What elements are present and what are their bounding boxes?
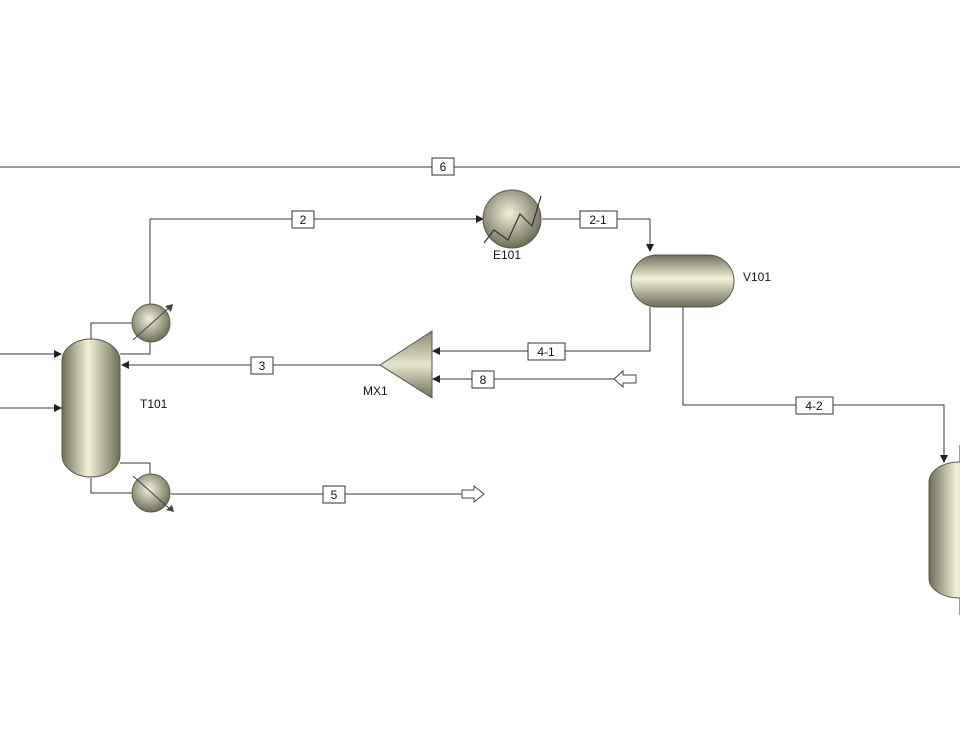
stream-4-2-arrow <box>940 455 948 463</box>
stream-2-tag[interactable]: 2 <box>291 210 315 229</box>
stream-2-1-line[interactable] <box>542 218 651 250</box>
t101-column[interactable] <box>61 338 121 478</box>
feed-arrow-top <box>54 350 62 358</box>
stream-4-1-tag[interactable]: 4-1 <box>527 342 566 361</box>
stream-5-label: 5 <box>331 488 338 502</box>
e101-label: E101 <box>493 248 521 262</box>
stream-4-1-label: 4-1 <box>537 345 555 359</box>
stream-2-label: 2 <box>300 213 307 227</box>
stream-6-label: 6 <box>440 160 447 174</box>
mx1-mixer[interactable] <box>379 330 433 399</box>
condenser-return-line[interactable] <box>120 337 151 355</box>
stream-6-tag[interactable]: 6 <box>431 157 455 176</box>
stream-3-tag[interactable]: 3 <box>250 356 274 375</box>
stream-4-2-line[interactable] <box>682 307 945 460</box>
stream-4-1-arrow <box>432 347 440 355</box>
reboiler-feed-line[interactable] <box>120 462 151 478</box>
stream-2-line[interactable] <box>149 218 482 309</box>
stream-2-1-label: 2-1 <box>589 213 607 227</box>
stream-2-1-tag[interactable]: 2-1 <box>579 210 618 229</box>
t101-label: T101 <box>140 397 168 411</box>
stream-4-2-tag[interactable]: 4-2 <box>795 396 834 415</box>
reboiler-arrow-tip <box>166 505 174 512</box>
reboiler-return-line[interactable] <box>90 478 132 494</box>
stream-3-arrow <box>121 361 129 369</box>
e101-heat-exchanger[interactable] <box>482 189 542 249</box>
v101-drum[interactable] <box>630 254 735 308</box>
condenser-arrow-tip <box>165 304 173 312</box>
stream-2-arrow <box>476 215 484 223</box>
feed-arrow-bottom <box>54 404 62 412</box>
e101-zigzag-icon <box>483 195 542 244</box>
stream-4-2-label: 4-2 <box>805 399 823 413</box>
stream-2-1-arrow <box>646 244 654 252</box>
stream-8-arrow <box>432 375 440 383</box>
stream-8-tag[interactable]: 8 <box>471 370 495 389</box>
condenser-diagonal <box>132 305 172 341</box>
v101-label: V101 <box>743 270 771 284</box>
stream-8-label: 8 <box>480 373 487 387</box>
condenser-vapor-line[interactable] <box>90 322 132 340</box>
right-vessel[interactable] <box>928 461 960 599</box>
stream-5-tag[interactable]: 5 <box>322 485 346 504</box>
stream-5-product-icon[interactable] <box>461 484 485 504</box>
reboiler-diagonal <box>132 475 172 511</box>
stream-8-feed-icon[interactable] <box>613 369 637 389</box>
stream-4-1-line[interactable] <box>434 307 651 352</box>
stream-3-label: 3 <box>259 359 266 373</box>
mx1-label: MX1 <box>363 384 388 398</box>
